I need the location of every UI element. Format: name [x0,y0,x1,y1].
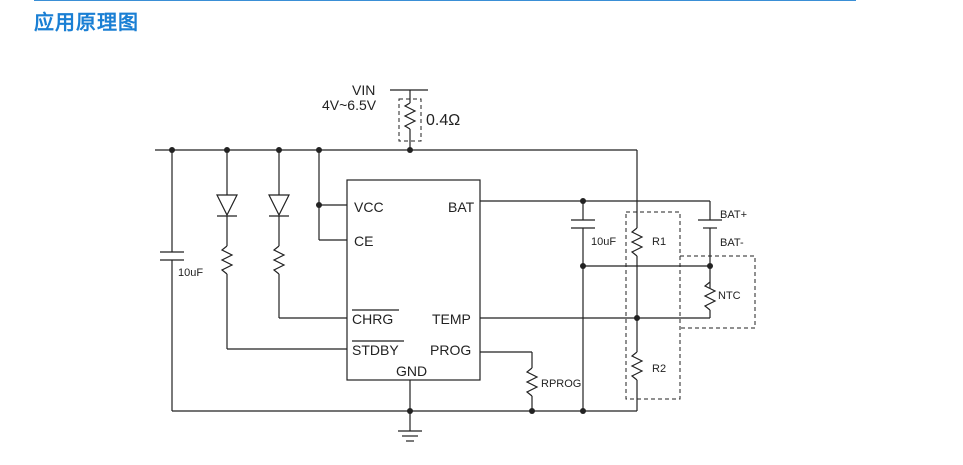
vin-source [390,89,428,150]
rprog-resistor [480,351,539,411]
pin-temp: TEMP [432,311,471,327]
vin-label: VIN [352,82,375,98]
output-capacitor [571,201,595,411]
ntc-label: NTC [718,290,741,302]
input-cap-label: 10uF [178,267,203,279]
pin-ce: CE [354,233,373,249]
sense-resistor-label: 0.4Ω [426,112,460,129]
input-capacitor [160,150,184,411]
bat-minus-label: BAT- [720,237,744,249]
rprog-label: RPROG [541,378,581,390]
r1-label: R1 [652,236,666,248]
chrg-led-branch [268,150,347,319]
page-title: 应用原理图 [34,10,139,34]
pin-stdby: STDBY [352,342,399,358]
r2-label: R2 [652,363,666,375]
bat-plus-label: BAT+ [720,209,747,221]
header-divider [34,0,856,1]
ntc-thermistor [680,255,756,329]
pin-gnd: GND [396,363,427,379]
pin-chrg: CHRG [352,311,393,327]
stdby-led-branch [216,150,347,350]
r1-r2-divider [625,150,681,411]
pin-vcc: VCC [354,199,384,215]
output-cap-label: 10uF [591,236,616,248]
pin-prog: PROG [430,342,471,358]
pin-bat: BAT [448,199,475,215]
junction-dots [169,147,713,414]
battery [698,201,722,288]
charger-ic [346,179,481,381]
vin-range-label: 4V~6.5V [322,97,377,113]
